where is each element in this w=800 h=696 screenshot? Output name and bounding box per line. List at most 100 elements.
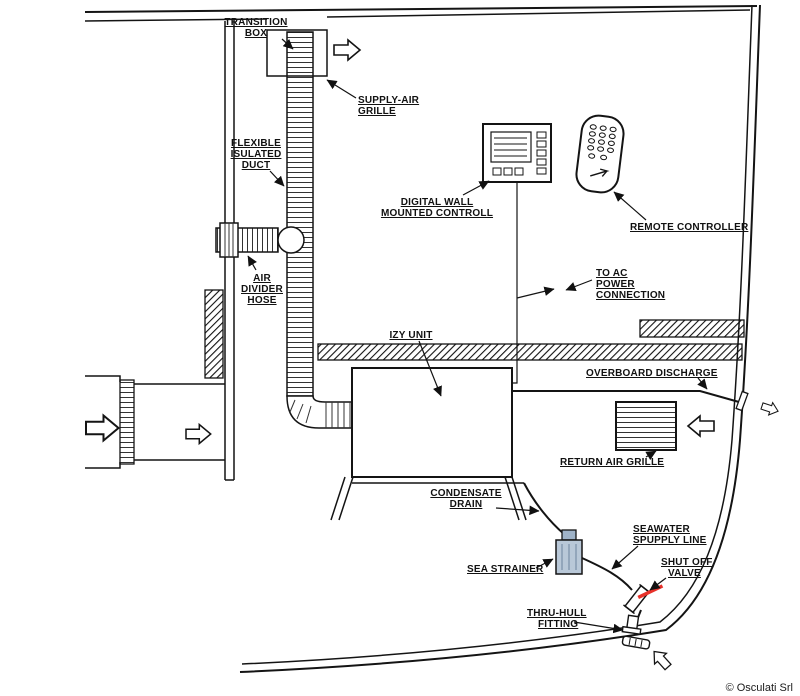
labels: TRANSITION BOX SUPPLY-AIR GRILLE FLEXIBL… [224, 17, 793, 694]
wall-control-panel [482, 123, 555, 384]
bottom-buttons [492, 167, 524, 176]
condensate-label-2: DRAIN [450, 499, 483, 510]
thru-hull-flange [621, 625, 642, 635]
supply-air-label-2: GRILLE [358, 106, 396, 117]
intake-flow-arrow-inner [185, 423, 212, 445]
remote-controller-label: REMOTE CONTROLLER [630, 222, 749, 233]
remote-buttons [587, 124, 617, 161]
wall-control-label-1: DIGITAL WALL [401, 197, 474, 208]
wall-collar-ribs [224, 223, 234, 257]
screen-text-lines [494, 137, 527, 157]
ac-power-branch [516, 286, 555, 299]
control-wire [512, 182, 518, 384]
air-divider-label-2: DIVIDER [241, 284, 284, 295]
ceiling-outer-line [84, 5, 758, 13]
flexible-duct-label-3: DUCT [242, 160, 271, 171]
side-buttons [536, 131, 547, 175]
supply-air-label-1: SUPPLY-AIR [358, 95, 420, 106]
seawater-label-1: SEAWATER [633, 524, 691, 535]
deck-beam-lower [317, 343, 743, 361]
izy-unit [330, 367, 527, 521]
return-air-grille-label: RETURN AIR GRILLE [560, 457, 664, 468]
shut-off-label-2: VALVE [668, 568, 701, 579]
discharge-thru-hull [735, 390, 749, 412]
transition-box-label-1: TRANSITION [224, 17, 287, 28]
deck-beam-upper [639, 319, 745, 338]
leader-shut-off [649, 577, 667, 591]
leader-lines [247, 38, 708, 634]
remote-arrow-glyph [590, 168, 610, 177]
sea-strainer-label: SEA STRAINER [467, 564, 544, 575]
copyright-text: © Osculati Srl [726, 682, 793, 694]
ac-power-label-2: POWER [596, 279, 635, 290]
intake-step-lines [85, 375, 225, 469]
air-intake-grille [119, 379, 135, 465]
leader-condensate [495, 505, 540, 516]
transition-box [266, 29, 328, 77]
return-grille-louvers [615, 401, 677, 451]
overboard-discharge-label: OVERBOARD DISCHARGE [586, 368, 718, 379]
discharge-flow-arrow [759, 399, 781, 418]
scoop-slits [628, 637, 643, 648]
leader-ac-power [565, 279, 593, 292]
hull-outer-line [239, 4, 761, 673]
unit-support-legs [330, 476, 527, 521]
sea-strainer [555, 529, 583, 575]
supply-flow-arrow [333, 39, 361, 61]
leader-izy-unit [418, 340, 442, 397]
hull-outline [239, 4, 761, 673]
ceiling-inner-line-right [326, 9, 751, 18]
duct-elbow [286, 395, 353, 429]
leader-transition-box [281, 38, 294, 50]
leader-return-grille [645, 450, 657, 461]
control-panel-screen [490, 131, 532, 163]
shut-off-valve [623, 583, 664, 615]
remote-body [575, 114, 625, 194]
leader-sea-strainer [535, 558, 554, 569]
hull-inner-line [241, 4, 753, 665]
ac-power-label-3: CONNECTION [596, 290, 665, 301]
return-flow-arrow [687, 415, 715, 437]
flexible-duct-vertical [286, 31, 314, 397]
strainer-filter-lines [561, 544, 577, 570]
thru-hull-label-2: FITTING [538, 619, 578, 630]
return-air-grille [615, 401, 715, 451]
seawater-supply-pipe [581, 557, 633, 591]
intake-flow-arrow-outer [85, 414, 120, 442]
seawater-label-2: SPUPPLY LINE [633, 535, 707, 546]
leader-supply-air [326, 79, 357, 99]
supply-air-duct [266, 29, 353, 429]
hatched-wall-column [204, 289, 224, 379]
leader-air-divider [247, 255, 257, 271]
discharge-pipe [512, 390, 740, 403]
condensate-drain-pipe [523, 482, 565, 535]
leader-thru-hull [573, 621, 624, 634]
wall-control-label-2: MOUNTED CONTROLL [381, 208, 493, 219]
condensate-seawater-piping [523, 482, 675, 673]
thru-hull-label-1: THRU-HULL [527, 608, 587, 619]
divider-fitting [277, 226, 305, 254]
flexible-duct-label-2: ISULATED [231, 149, 282, 160]
air-divider-label-3: HOSE [247, 295, 276, 306]
remote-controller [575, 114, 625, 194]
thru-hull-fitting [621, 614, 675, 673]
ceiling-inner-line-left [84, 18, 268, 22]
leader-overboard [697, 377, 708, 390]
air-divider-label-1: AIR [253, 273, 271, 284]
seawater-inlet-arrow [647, 645, 675, 673]
deck-beams [317, 319, 745, 361]
izy-unit-body [351, 367, 513, 478]
overboard-discharge-pipe [512, 390, 781, 418]
air-divider-hose [215, 222, 305, 258]
leader-flexible-duct [269, 170, 285, 187]
leader-seawater [611, 545, 639, 570]
flexible-duct-label-1: FLEXIBLE [231, 138, 281, 149]
cabin-structure [84, 5, 758, 481]
strainer-cap [561, 529, 577, 541]
transition-box-label-2: BOX [245, 28, 267, 39]
leader-remote [613, 191, 647, 221]
condensate-label-1: CONDENSATE [430, 488, 501, 499]
duct-elbow-corrugation [289, 399, 351, 428]
